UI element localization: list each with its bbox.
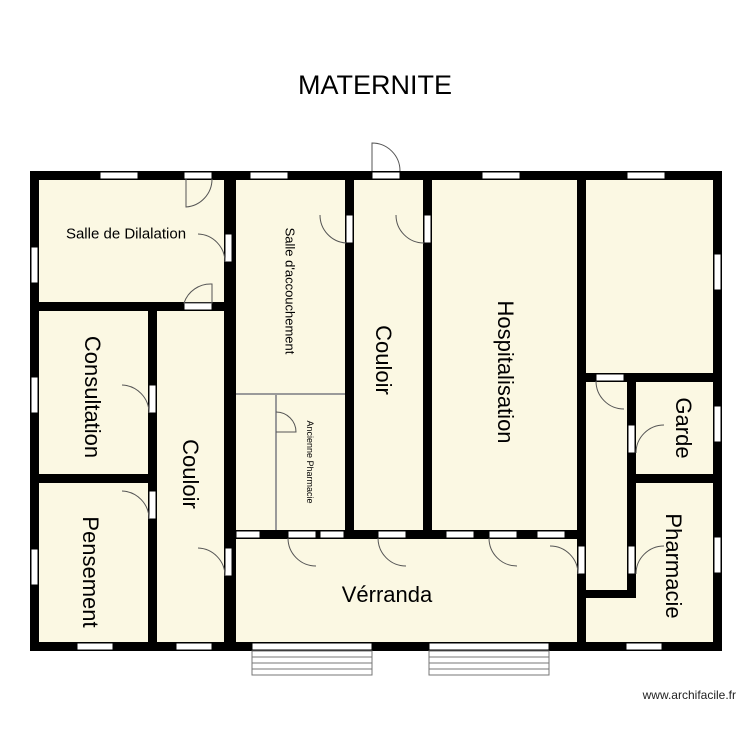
door-swing <box>488 537 518 567</box>
wall-v-couloir-left-right <box>224 311 233 646</box>
window <box>345 214 354 244</box>
window <box>627 545 636 575</box>
window <box>235 530 261 539</box>
room-label-garde: Garde <box>671 397 696 459</box>
window <box>377 530 407 539</box>
room-label-consultation: Consultation <box>80 335 105 459</box>
wall-v-garde-left <box>627 373 636 598</box>
window <box>488 530 518 539</box>
door-swing <box>183 283 213 304</box>
wall-h-verranda-top <box>228 530 586 539</box>
wall-v-accouchement-right <box>345 176 354 536</box>
doors <box>121 142 665 577</box>
window <box>595 373 625 382</box>
room-label-couloir-center: Couloir <box>371 325 396 395</box>
door-swing <box>121 490 150 520</box>
room-label-ancienne-pharmacie: Ancienne Pharmacie <box>305 420 315 504</box>
wall-h-dilalation-bottom <box>34 302 233 311</box>
room-label-couloir-left: Couloir <box>178 439 203 509</box>
door-swing <box>319 214 347 244</box>
floor-fill <box>34 175 718 648</box>
window <box>30 246 39 284</box>
door-swing <box>635 424 665 454</box>
window <box>625 642 663 651</box>
window <box>626 171 666 180</box>
door-swing <box>275 411 297 433</box>
door-swing <box>197 547 226 577</box>
wall-v-hospit-right <box>577 176 586 646</box>
room-label-pharmacie: Pharmacie <box>661 513 686 619</box>
window <box>577 545 586 575</box>
room-label-pensement: Pensement <box>78 516 103 628</box>
window <box>713 536 722 574</box>
door-swing <box>549 545 579 575</box>
wall-h-right-upper <box>577 373 722 382</box>
partitions <box>236 393 345 530</box>
door-swing <box>185 178 213 208</box>
door-swing <box>377 537 407 567</box>
room-label-salle-dilalation: Salle de Dilalation <box>65 225 187 243</box>
window <box>183 171 213 180</box>
window <box>148 384 157 414</box>
window <box>319 530 345 539</box>
wall-h-pharmacie-top <box>577 590 636 598</box>
window <box>423 214 432 244</box>
room-label-hospitalisation: Hospitalisation <box>493 300 518 444</box>
entrance-door-swing <box>371 142 401 172</box>
outer-wall-bottom <box>30 642 722 651</box>
window <box>428 642 550 651</box>
window <box>175 642 213 651</box>
window <box>287 530 317 539</box>
door-swing <box>287 537 317 567</box>
window <box>99 171 139 180</box>
window <box>249 171 289 180</box>
window <box>148 490 157 520</box>
window <box>481 171 521 180</box>
door-swing <box>595 380 625 410</box>
door-swing <box>395 214 425 244</box>
door-swing <box>197 233 226 263</box>
door-swing <box>121 384 150 414</box>
window <box>713 405 722 443</box>
window <box>224 547 233 577</box>
window <box>30 376 39 414</box>
door-swing <box>635 545 665 575</box>
plan-title: MATERNITE <box>298 70 452 100</box>
window <box>371 171 401 180</box>
room-label-verranda: Vérranda <box>341 582 433 607</box>
entrance-steps <box>251 650 550 676</box>
room-label-salle-accouchement: Salle d'accouchement <box>282 227 298 355</box>
window <box>30 548 39 586</box>
window <box>536 530 566 539</box>
window <box>183 302 213 311</box>
room-fills <box>34 175 718 648</box>
window <box>224 233 233 263</box>
window <box>627 424 636 454</box>
windows <box>30 171 722 651</box>
wall-h-consult-bottom <box>34 474 157 483</box>
watermark: www.archifacile.fr <box>642 688 736 702</box>
window <box>445 530 475 539</box>
window <box>251 642 373 651</box>
window <box>76 642 114 651</box>
wall-v-couloir-right <box>423 176 432 536</box>
wall-h-garde-bottom <box>627 474 722 483</box>
window <box>713 253 722 291</box>
